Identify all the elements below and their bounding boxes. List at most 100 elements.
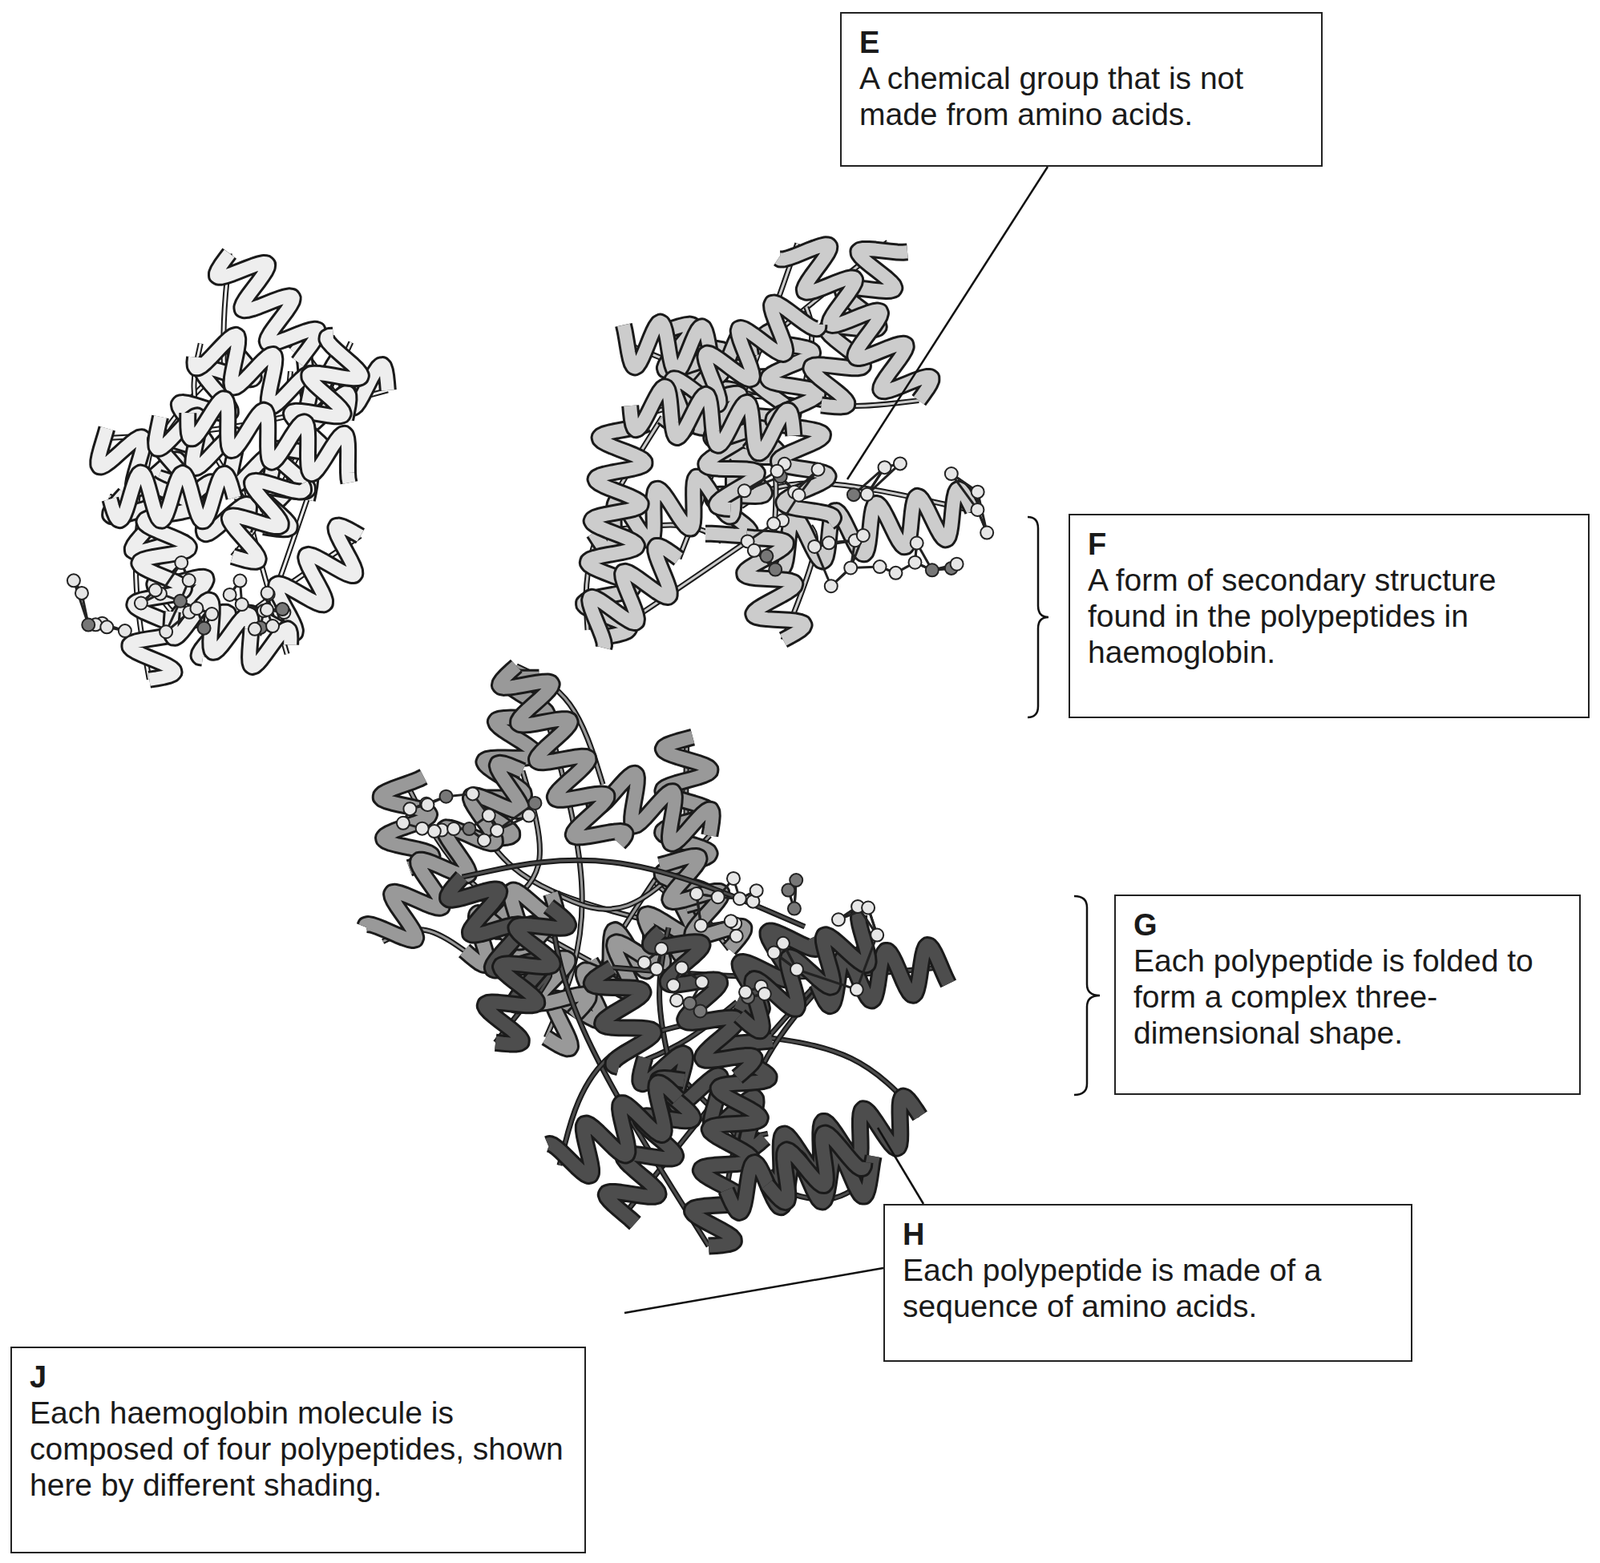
heme-atom	[403, 802, 417, 816]
heme-atom	[233, 574, 247, 588]
heme-atom	[870, 929, 884, 942]
heme-atom	[768, 563, 782, 577]
heme-atom	[675, 961, 689, 974]
bracket	[1027, 517, 1049, 718]
heme-atom	[205, 607, 219, 621]
heme-atom	[396, 816, 410, 830]
heme-bond	[856, 935, 877, 990]
heme-atom	[266, 619, 279, 633]
heme-atom	[666, 978, 680, 992]
heme-atom	[248, 622, 262, 636]
helix-ribbon	[589, 545, 679, 648]
heme-atom	[420, 798, 434, 812]
leader-line	[847, 166, 1048, 480]
leader-line	[877, 1127, 924, 1205]
helix-ribbon	[364, 763, 523, 941]
helix-ribbon	[484, 906, 569, 1045]
heme-atom	[893, 456, 907, 470]
heme-atom	[832, 913, 845, 926]
callout-text: A form of secondary structure found in t…	[1087, 561, 1571, 671]
heme-atom	[747, 544, 761, 558]
helix-ribbon	[499, 666, 627, 844]
helix-ribbon	[776, 488, 974, 570]
heme-atom	[477, 833, 491, 847]
helix-ribbon	[591, 967, 655, 1067]
helix-ribbon	[187, 398, 349, 483]
callout-text: Each haemoglobin molecule is composed of…	[29, 1394, 567, 1504]
leader-line	[624, 1268, 884, 1314]
helix-ribbon	[109, 472, 235, 522]
helix-ribbon	[739, 913, 869, 1031]
callout-letter: H	[902, 1216, 1394, 1253]
helix-ribbon	[171, 599, 291, 667]
polypeptide-chain	[583, 242, 973, 648]
heme-atom	[767, 945, 781, 959]
helix-ribbon	[591, 967, 655, 1067]
heme-atom	[861, 901, 875, 915]
helix-ribbon	[650, 931, 756, 1078]
helix-ribbon	[484, 906, 569, 1045]
heme-atom	[856, 529, 870, 542]
heme-atom	[758, 987, 772, 1001]
heme-atom	[767, 517, 780, 530]
heme-atom	[447, 822, 461, 836]
heme-atom	[844, 561, 857, 574]
heme-atom	[694, 919, 708, 933]
callout-box: JEach haemoglobin molecule is composed o…	[10, 1346, 586, 1554]
heme-atom	[850, 983, 864, 997]
heme-atom	[159, 625, 173, 639]
heme-atom	[528, 796, 542, 810]
helix-ribbon	[246, 525, 361, 635]
heme-atom	[67, 573, 81, 587]
polypeptide-chain	[97, 253, 388, 680]
heme-group	[638, 872, 884, 1018]
callout-letter: E	[859, 24, 1304, 61]
heme-atom	[173, 594, 187, 608]
heme-atom	[738, 484, 752, 497]
helix-ribbon	[171, 599, 291, 667]
helix-ribbon	[499, 666, 627, 844]
heme-atom	[416, 822, 429, 836]
heme-atom	[197, 622, 211, 635]
helix-ribbon	[743, 537, 805, 640]
heme-atom	[189, 602, 203, 615]
heme-atom	[694, 1004, 708, 1018]
heme-atom	[724, 914, 738, 928]
heme-atom	[727, 872, 740, 885]
heme-atom	[792, 488, 806, 502]
helix-ribbon	[743, 537, 805, 640]
heme-atom	[812, 463, 825, 477]
heme-atom	[730, 929, 744, 943]
heme-atom	[149, 583, 162, 597]
helix-ribbon	[630, 386, 794, 453]
callout-box: GEach polypeptide is folded to form a co…	[1114, 894, 1581, 1095]
heme-atom	[695, 975, 709, 989]
polypeptide-chain	[447, 860, 949, 1246]
callout-text: Each polypeptide is folded to form a com…	[1133, 942, 1562, 1051]
heme-atom	[275, 602, 289, 616]
helix-ribbon	[767, 1132, 865, 1203]
heme-atom	[174, 556, 188, 570]
helix-ribbon	[589, 545, 679, 648]
callout-letter: F	[1087, 526, 1571, 562]
heme-atom	[950, 557, 964, 571]
heme-atom	[439, 790, 453, 804]
heme-atom	[787, 902, 801, 916]
heme-atom	[925, 563, 939, 577]
bracket	[1074, 896, 1100, 1095]
heme-atom	[822, 536, 836, 550]
heme-atom	[873, 560, 887, 574]
heme-atom	[971, 485, 985, 499]
heme-atom	[945, 467, 958, 481]
heme-atom	[100, 620, 114, 634]
helix-ribbon	[246, 525, 361, 635]
helix-ribbon	[109, 472, 235, 522]
callout-text: A chemical group that is not made from a…	[859, 60, 1304, 133]
heme-atom	[466, 787, 480, 800]
heme-atom	[739, 985, 752, 999]
callout-box: EA chemical group that is not made from …	[840, 12, 1323, 167]
heme-atom	[980, 526, 994, 540]
heme-atom	[770, 464, 784, 478]
heme-atom	[888, 566, 902, 580]
